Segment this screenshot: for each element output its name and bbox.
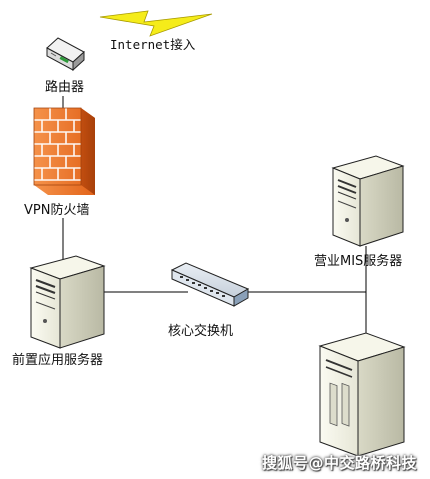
front-server-icon <box>29 255 106 349</box>
rack-server-icon <box>318 332 406 457</box>
core-switch-label: 核心交换机 <box>168 324 234 339</box>
switch-icon <box>170 262 250 307</box>
firewall-label: VPN防火墙 <box>24 203 90 218</box>
front-server-label: 前置应用服务器 <box>12 353 104 368</box>
mis-server-label: 营业MIS服务器 <box>314 254 403 269</box>
firewall-icon <box>33 107 95 195</box>
router-icon <box>46 37 85 72</box>
watermark: 搜狐号@中交路桥科技 <box>262 454 418 472</box>
mis-server-icon <box>331 155 405 247</box>
connection-lines <box>62 96 367 338</box>
lightning-icon <box>99 10 213 37</box>
internet-label: Internet接入 <box>110 37 196 52</box>
router-label: 路由器 <box>45 80 85 95</box>
